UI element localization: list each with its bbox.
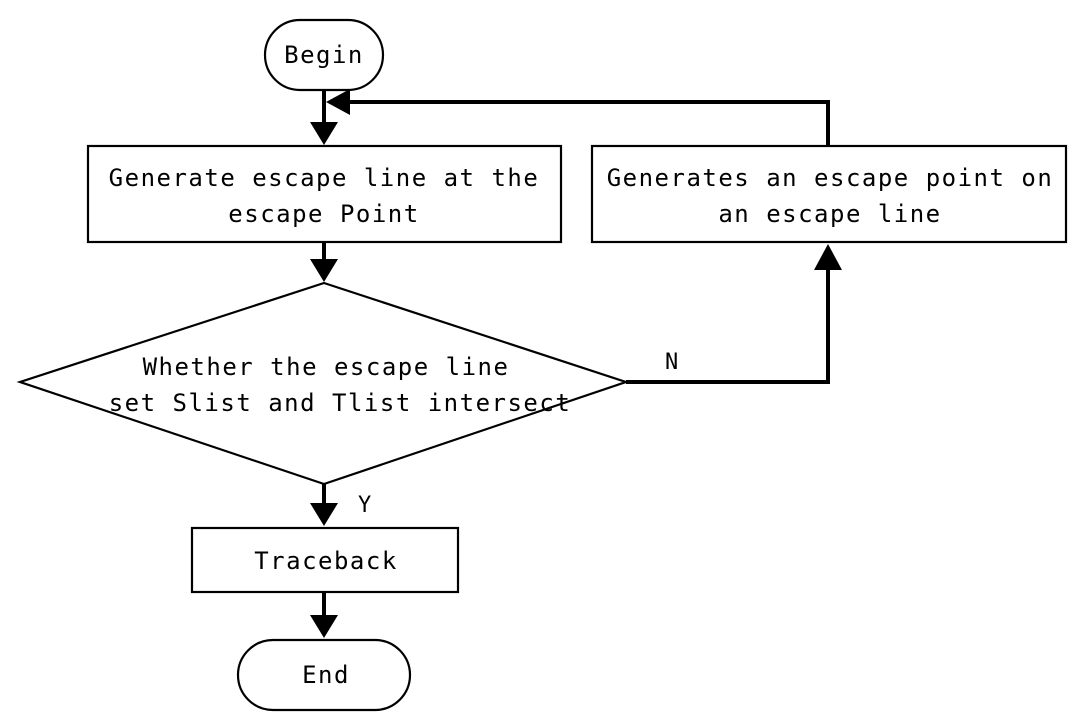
yes-branch-label: Y [358,493,371,518]
arrowhead-icon [310,503,338,526]
edge-decision-yes-to-traceback [310,484,338,526]
generate-point-text-2: an escape line [718,200,941,228]
traceback-label: Traceback [254,547,398,575]
generate-escape-line-process: Generate escape line at the escape Point [86,144,563,244]
arrowhead-icon [814,244,842,270]
arrowhead-icon [310,259,338,282]
traceback-process: Traceback [190,526,460,594]
generate-point-text-1: Generates an escape point on [607,164,1054,192]
intersect-decision: Whether the escape line set Slist and Tl… [16,281,630,486]
arrowhead-icon [310,615,338,638]
no-branch-label: N [665,350,678,375]
arrowhead-icon [310,122,338,145]
end-terminal: End [236,638,412,712]
edge-decision-no-to-generate-point [626,244,842,384]
decision-text-1: Whether the escape line [143,353,510,381]
arrowhead-icon [326,89,350,115]
generate-escape-point-process: Generates an escape point on an escape l… [590,144,1068,244]
begin-terminal: Begin [263,18,385,92]
edge-traceback-to-end [310,592,338,638]
edge-generate-point-to-generate-line [326,89,830,145]
decision-text-2: set Slist and Tlist intersect [109,389,572,417]
edge-begin-to-generate-line [310,90,338,145]
begin-label: Begin [284,41,364,69]
generate-line-text-1: Generate escape line at the [109,164,540,192]
generate-line-text-2: escape Point [228,200,419,228]
end-label: End [302,661,350,689]
edge-generate-line-to-decision [310,242,338,282]
